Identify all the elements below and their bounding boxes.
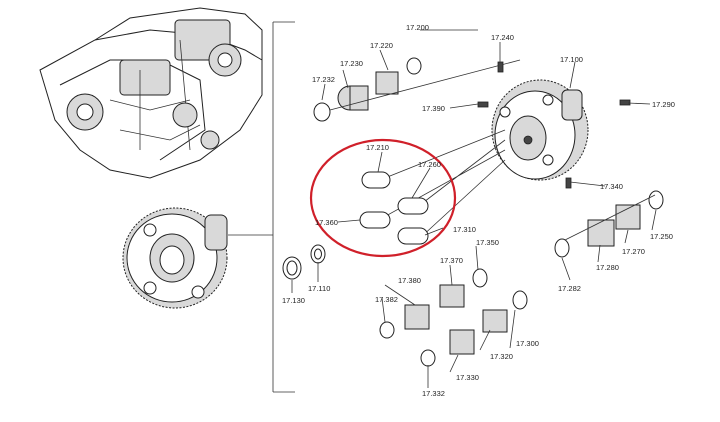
label-17-340: 17.340 — [600, 182, 623, 191]
planet-pins — [359, 129, 506, 245]
planet-carrier-17-100 — [491, 79, 589, 181]
label-17-250: 17.250 — [650, 232, 673, 241]
label-17-390: 17.390 — [422, 104, 445, 113]
label-17-220: 17.220 — [370, 41, 393, 50]
planet-gear-set-right — [554, 190, 664, 258]
label-17-380: 17.380 — [398, 276, 421, 285]
pin-17-310 — [397, 227, 429, 245]
highlight-circle — [309, 138, 457, 258]
label-17-282: 17.282 — [558, 284, 581, 293]
label-17-240: 17.240 — [491, 33, 514, 42]
label-17-290: 17.290 — [652, 100, 675, 109]
part-labels: 17.200 17.220 17.230 17.232 17.240 17.10… — [282, 23, 675, 398]
label-17-310: 17.310 — [453, 225, 476, 234]
small-pins — [477, 61, 631, 189]
label-17-280: 17.280 — [596, 263, 619, 272]
label-17-370: 17.370 — [440, 256, 463, 265]
pin-17-260 — [397, 197, 429, 215]
label-17-270: 17.270 — [622, 247, 645, 256]
label-17-330: 17.330 — [456, 373, 479, 382]
planet-carrier-illustration — [122, 207, 228, 309]
label-17-200: 17.200 — [406, 23, 429, 32]
pin-17-210 — [361, 171, 391, 189]
label-17-210: 17.210 — [366, 143, 389, 152]
planet-gear-set-lower — [379, 268, 528, 367]
label-17-130: 17.130 — [282, 296, 305, 305]
planet-gear-set-upper — [313, 57, 521, 122]
label-17-260: 17.260 — [418, 160, 441, 169]
label-17-100: 17.100 — [560, 55, 583, 64]
label-17-300: 17.300 — [516, 339, 539, 348]
label-17-360: 17.360 — [315, 218, 338, 227]
label-17-232: 17.232 — [312, 75, 335, 84]
label-17-320: 17.320 — [490, 352, 513, 361]
label-17-382: 17.382 — [375, 295, 398, 304]
leader-lines — [291, 29, 657, 388]
label-17-230: 17.230 — [340, 59, 363, 68]
label-17-350: 17.350 — [476, 238, 499, 247]
label-17-110: 17.110 — [308, 284, 330, 293]
washers-17-110-17-130 — [282, 244, 326, 280]
label-17-332: 17.332 — [422, 389, 445, 398]
assembly-bracket — [228, 21, 295, 393]
transmission-housing-illustration — [39, 7, 263, 179]
pin-17-360 — [359, 211, 391, 229]
